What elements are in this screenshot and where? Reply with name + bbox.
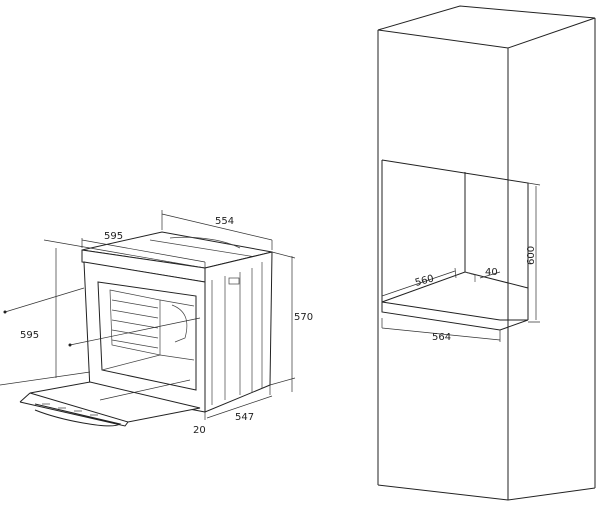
dim-oven-width: 595 — [104, 231, 123, 242]
oven-dimension-lines — [0, 210, 296, 420]
dim-niche-height: 600 — [526, 246, 537, 265]
cabinet-drawing — [377, 5, 596, 501]
oven-drawing — [19, 231, 273, 427]
oven-door — [29, 381, 201, 423]
dim-oven-depth-top: 554 — [215, 216, 234, 227]
dim-oven-height-side: 570 — [294, 312, 313, 323]
dim-niche-depth: 560 — [414, 273, 435, 289]
dim-niche-width: 564 — [432, 332, 451, 343]
dim-niche-gap: 40 — [485, 267, 498, 278]
dim-front-panel: 20 — [193, 425, 206, 436]
niche-dimension-lines — [381, 182, 541, 342]
dim-oven-height-front: 595 — [20, 330, 39, 341]
dim-oven-depth-bottom: 547 — [235, 412, 254, 423]
